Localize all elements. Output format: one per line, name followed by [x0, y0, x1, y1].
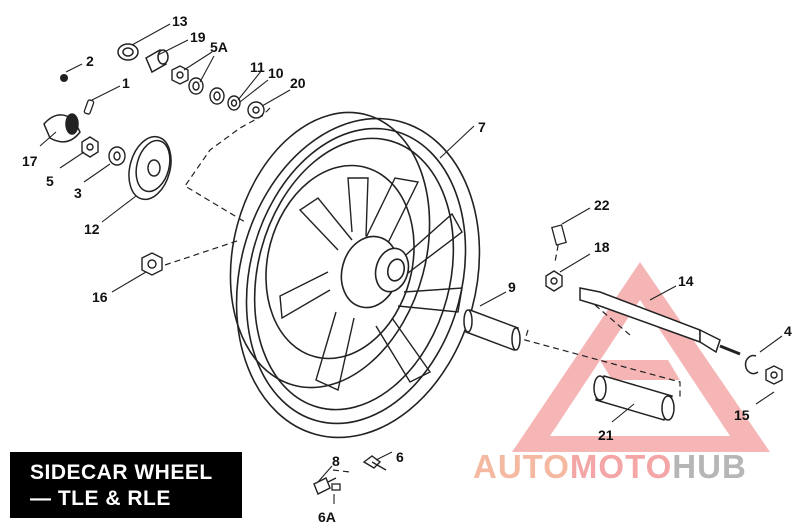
bolt-6 [362, 455, 387, 471]
nut-15 [765, 365, 783, 385]
callout-19: 19 [190, 29, 206, 45]
callout-17: 17 [22, 153, 38, 169]
callout-7: 7 [478, 119, 486, 135]
callout-9: 9 [508, 279, 516, 295]
hub-cap-12 [128, 135, 172, 201]
watermark-hub: HUB [672, 448, 747, 485]
washer-11 [227, 95, 241, 111]
callout-22: 22 [594, 197, 610, 213]
watermark-brand-text: AUTOMOTOHUB [473, 448, 747, 488]
callout-2: 2 [86, 53, 94, 69]
callout-6: 6 [396, 449, 404, 465]
callout-11: 11 [250, 59, 265, 75]
callout-14: 14 [678, 273, 694, 289]
wheel-hub [340, 235, 410, 309]
callout-13: 13 [172, 13, 188, 29]
washer-5a [188, 77, 204, 95]
watermark-auto: AUTO [473, 448, 570, 485]
washer-20 [247, 101, 265, 119]
watermark-moto: MOTO [569, 448, 673, 485]
callout-leaders [39, 23, 783, 504]
ball-2 [60, 74, 68, 82]
sleeve-21 [593, 375, 675, 421]
clip-22 [551, 224, 567, 246]
spacer-19 [145, 48, 169, 74]
fitting-6a [331, 483, 341, 491]
callout-labels: 13 19 5A 2 1 11 10 20 17 5 3 12 7 22 18 … [22, 13, 792, 525]
callout-18: 18 [594, 239, 610, 255]
spacer-9 [463, 308, 521, 352]
callout-6a: 6A [318, 509, 336, 525]
title-line-1: SIDECAR WHEEL [30, 461, 213, 484]
callout-5a-top: 5A [210, 39, 228, 55]
callout-20: 20 [290, 75, 306, 91]
diagram-title-box: SIDECAR WHEEL — TLE & RLE [10, 452, 242, 518]
callout-8: 8 [332, 453, 340, 469]
nut-5 [81, 136, 99, 158]
callout-15: 15 [734, 407, 750, 423]
washer-5a-second [209, 87, 225, 105]
callout-4: 4 [784, 323, 792, 339]
nut-16 [141, 252, 163, 276]
callout-5: 5 [46, 173, 54, 189]
callout-21: 21 [598, 427, 614, 443]
clip-4 [744, 354, 759, 375]
washer-3 [108, 146, 126, 166]
watermark-triangle-logo [512, 262, 770, 452]
key-1 [83, 99, 95, 115]
callout-12: 12 [84, 221, 100, 237]
callout-3: 3 [74, 185, 82, 201]
callout-10: 10 [268, 65, 284, 81]
title-line-2: — TLE & RLE [30, 487, 171, 510]
nut-5a [171, 65, 189, 85]
bearing-13 [117, 43, 139, 61]
callout-1: 1 [122, 75, 130, 91]
axle-14 [579, 287, 741, 356]
nut-18 [545, 270, 563, 292]
callout-16: 16 [92, 289, 108, 305]
wheel-spokes [279, 177, 463, 391]
